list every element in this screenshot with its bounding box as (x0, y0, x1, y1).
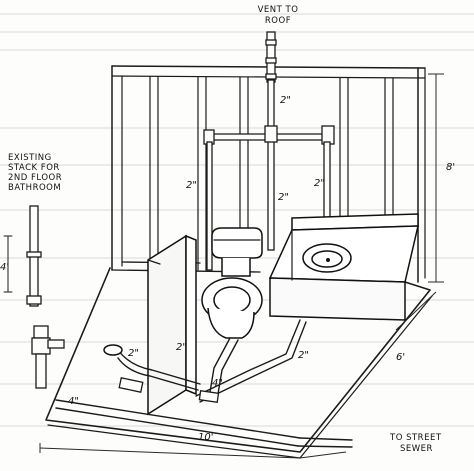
dimension-depth: 6' (396, 352, 405, 363)
sink-basin (302, 243, 352, 273)
pipe-size-vent-right: 2" (314, 178, 325, 189)
pipe-size-vent-mid: 2" (278, 192, 289, 203)
existing-stack (3, 205, 65, 389)
to-street-sewer-line1: TO STREET (389, 433, 442, 443)
vent-piping (203, 31, 335, 271)
toilet (201, 227, 263, 339)
vent-to-roof-line1: VENT TO (258, 5, 299, 15)
vent-to-roof-line2: ROOF (265, 16, 291, 26)
floor-outline (45, 267, 433, 459)
dimension-stack-length: 4' (0, 262, 9, 273)
dimension-width: 10' (198, 432, 213, 443)
existing-stack-line3: 2ND FLOOR (8, 173, 62, 183)
to-street-sewer-line2: SEWER (400, 444, 433, 454)
wet-wall (147, 234, 197, 416)
drain-piping (55, 319, 353, 448)
labels: VENT TO ROOF EXISTING STACK FOR 2ND FLOO… (0, 5, 455, 454)
pipe-size-drain-center: 4" (212, 378, 223, 389)
pipe-size-drain-front: 4" (68, 396, 79, 407)
dimension-height: 8' (446, 162, 455, 173)
pipe-size-wall-low: 2" (176, 342, 187, 353)
pipe-size-vent-top: 2" (280, 95, 291, 106)
existing-stack-line4: BATHROOM (8, 183, 61, 193)
pipe-size-drain-left: 2" (128, 348, 139, 359)
dimension-lines (39, 73, 444, 459)
existing-stack-line2: STACK FOR (8, 163, 60, 173)
existing-stack-line1: EXISTING (8, 153, 52, 163)
pipe-size-drain-right: 2" (298, 350, 309, 361)
pipe-size-vent-left: 2" (186, 180, 197, 191)
